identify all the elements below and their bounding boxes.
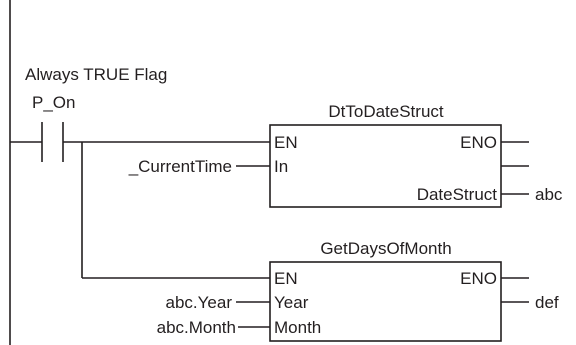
contact-comment: Always TRUE Flag xyxy=(25,65,167,84)
fb2-box xyxy=(269,261,502,342)
function-block-getdaysofmonth[interactable]: GetDaysOfMonth EN Year Month ENO xyxy=(269,239,502,342)
function-block-dttodatestruct[interactable]: DtToDateStruct EN In ENO DateStruct xyxy=(269,102,502,208)
fb2-pin-en: EN xyxy=(274,269,298,288)
fb1-pin-datestruct: DateStruct xyxy=(417,185,498,204)
fb1-pin-eno: ENO xyxy=(460,133,497,152)
fb1-arg-datestruct: abc xyxy=(535,185,563,204)
fb1-pin-in: In xyxy=(274,157,288,176)
fb2-arg-month: abc.Month xyxy=(157,318,236,337)
normally-open-contact-p-on[interactable] xyxy=(10,122,64,162)
fb2-pin-month: Month xyxy=(274,318,321,337)
fb2-arg-year: abc.Year xyxy=(166,293,233,312)
contact-variable: P_On xyxy=(32,93,75,112)
fb1-name: DtToDateStruct xyxy=(328,102,444,121)
fb1-arg-in: _CurrentTime xyxy=(128,157,232,176)
fb2-out-value: def xyxy=(535,293,559,312)
fb2-name: GetDaysOfMonth xyxy=(320,239,451,258)
fb2-pin-year: Year xyxy=(274,293,309,312)
fb1-pin-en: EN xyxy=(274,133,298,152)
fb2-pin-eno: ENO xyxy=(460,269,497,288)
